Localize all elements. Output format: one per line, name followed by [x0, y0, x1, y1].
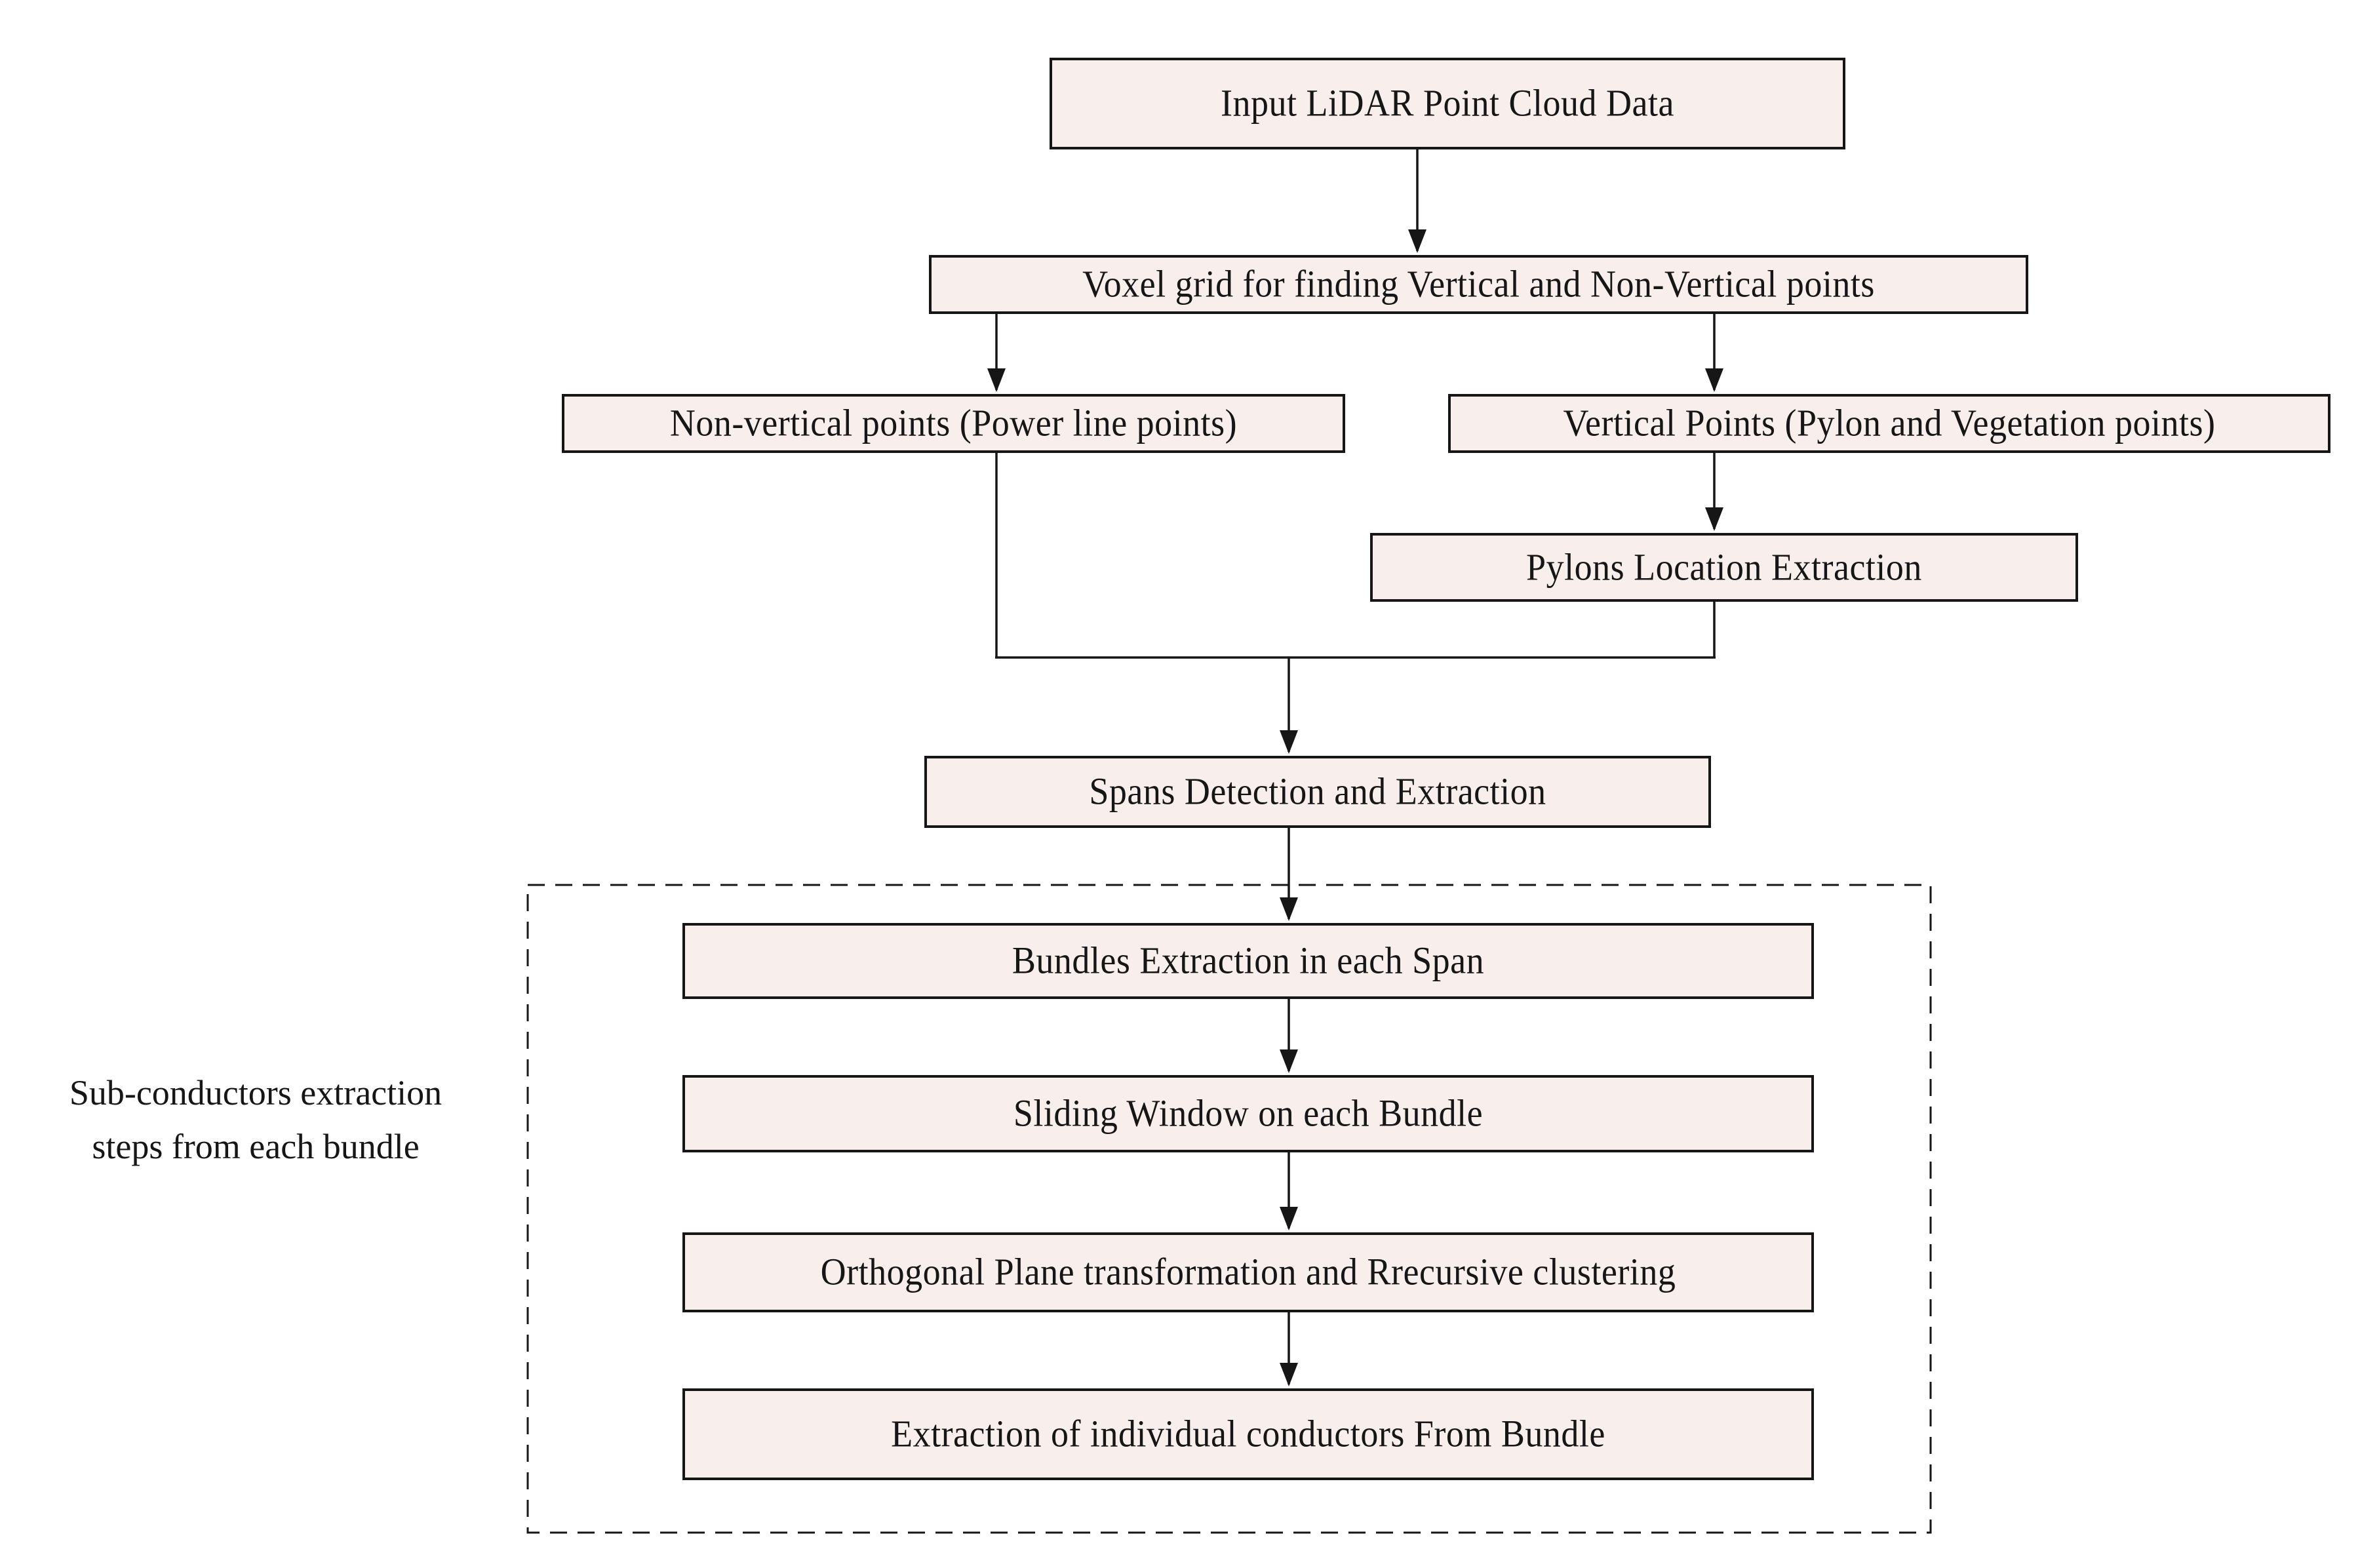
node-sliding-window: Sliding Window on each Bundle — [682, 1075, 1814, 1152]
node-sliding-window-label: Sliding Window on each Bundle — [1013, 1091, 1484, 1135]
node-input-lidar: Input LiDAR Point Cloud Data — [1050, 58, 1845, 149]
node-individual-conductors: Extraction of individual conductors From… — [682, 1388, 1814, 1480]
side-label-line2: steps from each bundle — [92, 1127, 420, 1166]
sub-conductors-group-outline — [526, 884, 1932, 1534]
side-label-line1: Sub-conductors extraction — [69, 1073, 442, 1112]
node-bundles-extraction: Bundles Extraction in each Span — [682, 923, 1814, 999]
node-orthogonal-plane-label: Orthogonal Plane transformation and Rrec… — [820, 1250, 1676, 1293]
node-non-vertical-points-label: Non-vertical points (Power line points) — [669, 401, 1238, 444]
node-input-lidar-label: Input LiDAR Point Cloud Data — [1221, 81, 1674, 125]
node-vertical-points-label: Vertical Points (Pylon and Vegetation po… — [1563, 401, 2216, 444]
node-pylons-location-label: Pylons Location Extraction — [1526, 545, 1922, 589]
node-bundles-extraction-label: Bundles Extraction in each Span — [1012, 939, 1485, 982]
node-vertical-points: Vertical Points (Pylon and Vegetation po… — [1448, 394, 2330, 453]
node-individual-conductors-label: Extraction of individual conductors From… — [891, 1412, 1605, 1455]
node-voxel-grid: Voxel grid for finding Vertical and Non-… — [929, 255, 2028, 314]
node-spans-detection: Spans Detection and Extraction — [924, 756, 1711, 828]
node-non-vertical-points: Non-vertical points (Power line points) — [562, 394, 1345, 453]
node-pylons-location: Pylons Location Extraction — [1370, 533, 2078, 602]
node-orthogonal-plane: Orthogonal Plane transformation and Rrec… — [682, 1232, 1814, 1312]
sub-conductors-side-label: Sub-conductors extraction steps from eac… — [26, 1066, 485, 1173]
node-voxel-grid-label: Voxel grid for finding Vertical and Non-… — [1082, 262, 1875, 305]
node-spans-detection-label: Spans Detection and Extraction — [1089, 770, 1546, 813]
